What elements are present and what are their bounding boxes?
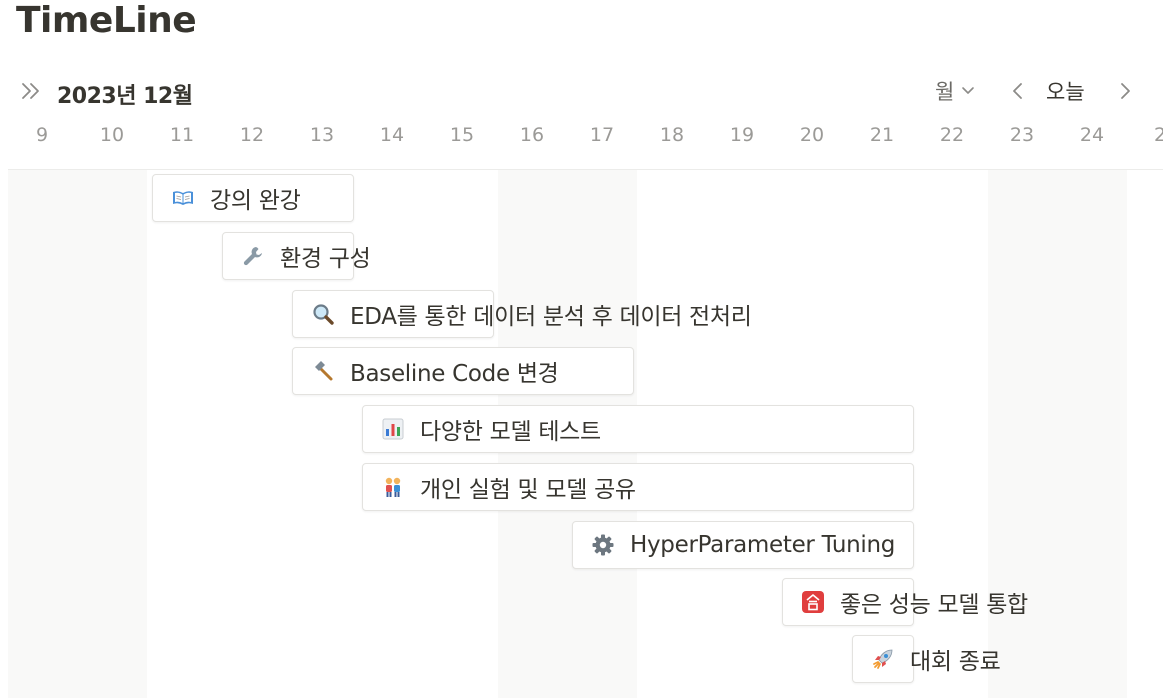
previous-button[interactable] [1008, 78, 1032, 104]
day-label: 22 [939, 124, 965, 146]
chevron-right-icon [1115, 83, 1135, 108]
day-label: 17 [589, 124, 615, 146]
day-label: 24 [1079, 124, 1105, 146]
current-month-label: 2023년 12월 [57, 84, 193, 109]
task-bar[interactable] [362, 463, 914, 511]
task-bar[interactable] [572, 521, 914, 569]
day-label: 2 [1153, 124, 1163, 146]
day-label: 23 [1009, 124, 1035, 146]
next-button[interactable] [1115, 78, 1139, 104]
day-label: 21 [869, 124, 895, 146]
day-label: 12 [239, 124, 265, 146]
task-bar[interactable] [152, 174, 354, 222]
timeline-toolbar: 2023년 12월 월 오늘 [0, 70, 1163, 114]
task-bar[interactable] [292, 290, 494, 338]
weekend-column-shade [8, 170, 147, 698]
today-button[interactable]: 오늘 [1046, 80, 1085, 104]
task-bar[interactable] [852, 635, 914, 683]
view-mode-select[interactable]: 월 [935, 76, 976, 106]
chevron-down-icon [960, 79, 976, 103]
day-label: 13 [309, 124, 335, 146]
task-bar[interactable] [782, 578, 914, 626]
day-header: 9 10 11 12 13 14 15 16 17 18 19 20 21 22 23 24 2 [0, 124, 1163, 154]
task-bar[interactable] [292, 347, 634, 395]
day-label: 15 [449, 124, 475, 146]
day-label: 14 [379, 124, 405, 146]
chevron-left-icon [1008, 83, 1028, 108]
day-label: 18 [659, 124, 685, 146]
day-label: 20 [799, 124, 825, 146]
day-label: 9 [35, 124, 49, 146]
day-label: 11 [169, 124, 195, 146]
page-title: TimeLine [16, 0, 197, 41]
task-bar[interactable] [362, 405, 914, 453]
timeline-grid [8, 169, 1163, 698]
view-mode-label: 월 [935, 80, 955, 104]
day-label: 16 [519, 124, 545, 146]
weekend-column-shade [988, 170, 1127, 698]
double-chevron-right-icon[interactable] [20, 80, 42, 102]
day-label: 10 [99, 124, 125, 146]
task-bar[interactable] [222, 232, 354, 280]
day-label: 19 [729, 124, 755, 146]
